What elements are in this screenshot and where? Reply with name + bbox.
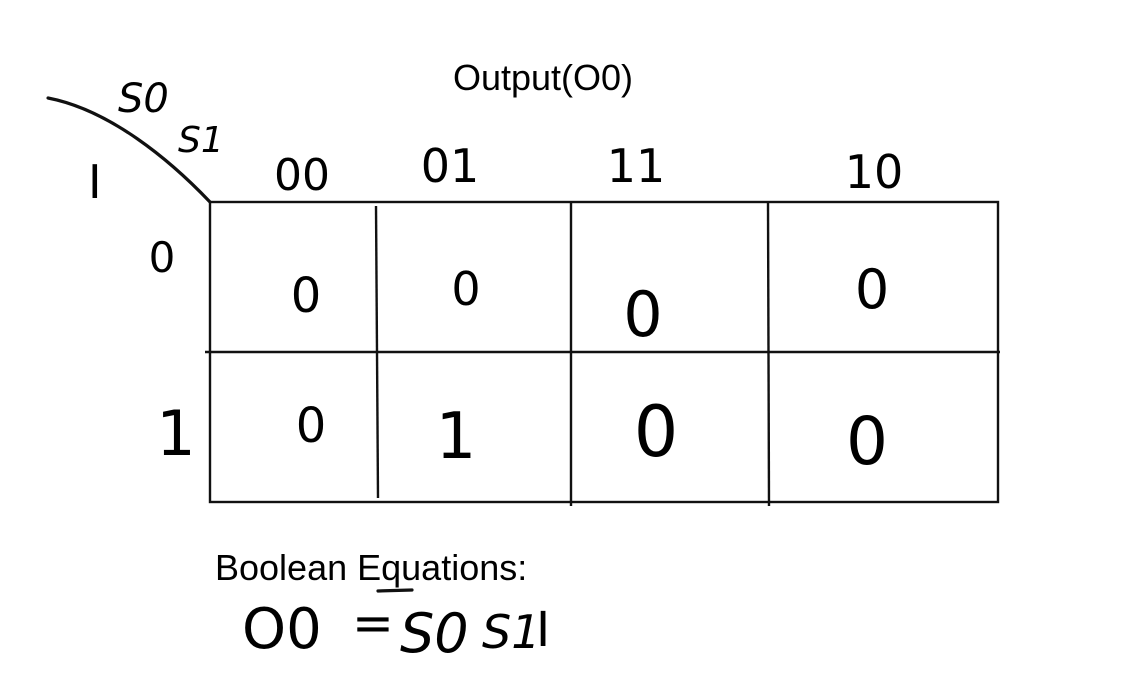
corner-column-variables: S0 S1 [118, 76, 224, 161]
map-cell: 1 [436, 400, 477, 474]
column-headers: 00 01 11 10 [274, 139, 903, 201]
row-var-i: I [88, 155, 102, 209]
map-cell: 0 [296, 398, 327, 454]
row-labels: 0 1 [149, 233, 196, 470]
row-label: 1 [156, 397, 195, 470]
column-header: 10 [845, 145, 904, 199]
equations-heading: Boolean Equations: [215, 547, 527, 588]
equation-lhs: O0 [242, 597, 322, 662]
karnaugh-map-grid [205, 200, 1000, 507]
equation-term: S1 [482, 605, 540, 659]
equation-term: I [536, 602, 550, 658]
map-cell: 0 [623, 278, 662, 351]
grid-column-divider [374, 205, 380, 499]
equation-term: S0 [400, 602, 469, 665]
grid-column-divider [766, 201, 771, 507]
map-title: Output(O0) [453, 57, 633, 98]
negation-overbar [376, 588, 414, 593]
map-cell: 0 [634, 391, 679, 473]
corner-diagonal-line [46, 96, 212, 204]
map-cell: 0 [451, 262, 480, 316]
boolean-equation: O0 = S0 S1 I [242, 588, 550, 665]
column-var-s1: S1 [178, 120, 224, 161]
equation-equals-sign: = [352, 594, 394, 652]
map-cell: 0 [291, 268, 322, 324]
row-label: 0 [149, 233, 176, 282]
karnaugh-map-cells: 0 0 0 0 0 1 0 0 [291, 258, 889, 480]
column-var-s0: S0 [118, 76, 169, 122]
column-header: 01 [421, 139, 480, 193]
column-header: 00 [274, 150, 330, 201]
map-cell: 0 [855, 258, 889, 321]
column-header: 11 [607, 139, 666, 193]
map-cell: 0 [846, 403, 888, 480]
